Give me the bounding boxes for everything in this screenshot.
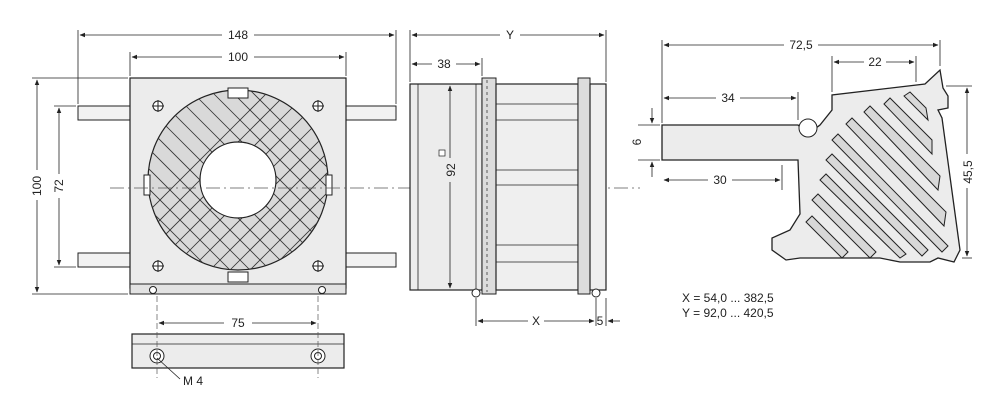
dim-profile-base-offset: 30 [713,173,727,187]
dim-profile-height: 45,5 [961,160,975,184]
dim-front-height-inner: 72 [52,179,66,193]
profile-view [661,68,961,263]
dim-side-fan-size: 92 [444,163,458,177]
dim-front-width-inner: 100 [228,50,248,64]
dim-profile-fin-spacing: 22 [868,55,882,69]
dim-front-width-outer: 148 [228,28,248,42]
front-bottom-clip [227,271,249,283]
mount-plate [131,333,345,369]
side-flange-right [577,77,591,295]
dim-mount-spacing: 75 [231,316,245,330]
side-screws [471,288,601,298]
dim-side-end-offset: 5 [597,314,604,328]
front-bottom-rail [129,283,347,295]
side-end-cap [589,83,607,291]
front-left-clip [143,174,151,196]
front-center-bore [199,141,277,219]
front-right-clip [325,174,333,196]
dim-front-height-outer: 100 [30,176,44,196]
dim-profile-thickness: 6 [630,138,644,145]
side-flange-left [481,77,497,295]
label-thread-size: M 4 [183,374,203,388]
front-top-clip [227,87,249,99]
dim-profile-width: 72,5 [789,38,813,52]
note-x-range: X = 54,0 ... 382,5 [682,291,774,305]
side-fan-body [409,83,483,291]
dim-profile-notch-offset: 34 [721,91,735,105]
dim-side-offset: 38 [437,57,451,71]
side-heatsink-profile [495,83,579,291]
profile-fins [805,91,949,259]
side-view [409,77,607,298]
front-screw-holes [149,100,326,294]
mount-view [131,296,345,378]
dim-side-length: Y [506,28,514,42]
front-view [77,77,640,295]
note-y-range: Y = 92,0 ... 420,5 [682,306,774,320]
dim-side-profile-length: X [532,314,540,328]
